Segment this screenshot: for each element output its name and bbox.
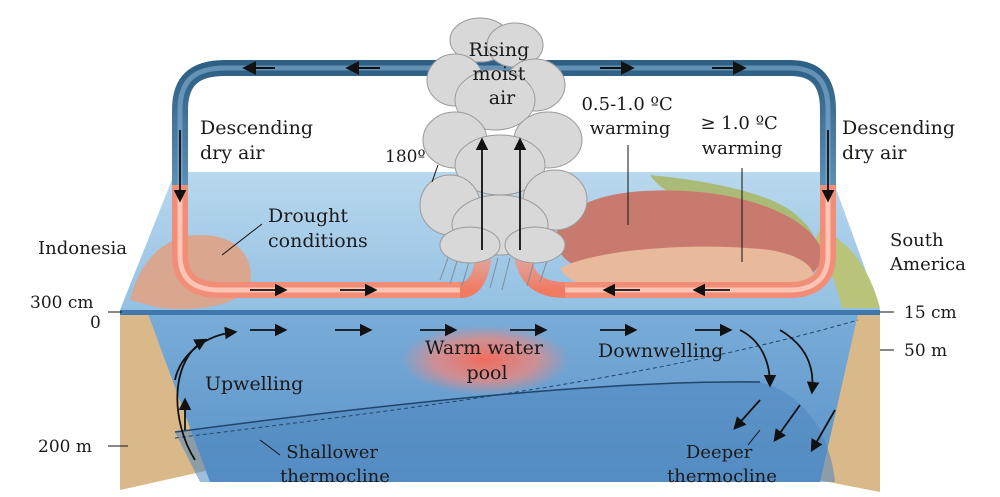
- downwelling-label: Downwelling: [598, 340, 723, 362]
- sea-level-right-label: 15 cm: [904, 303, 957, 323]
- drought-label: Drought conditions: [268, 205, 368, 252]
- subsurface-current-arrows: [174, 323, 836, 461]
- warming-mid-label: 0.5-1.0 ºC warming: [581, 94, 678, 139]
- shallow-thermocline-label: Shallower thermocline: [280, 442, 390, 487]
- upwelling-label: Upwelling: [205, 373, 303, 395]
- deep-water: [175, 381, 835, 482]
- warm-water-pool: [400, 325, 570, 395]
- descending-right-label: Descending dry air: [842, 117, 961, 164]
- right-land-wall: [818, 310, 880, 492]
- rising-air-label: Rising moist air: [469, 39, 536, 109]
- depth-50m-label: 50 m: [904, 341, 947, 361]
- sea-level-left-label: 300 cm: [30, 293, 94, 313]
- warming-high-zone: [560, 246, 814, 294]
- deep-thermocline-label: Deeper thermocline: [667, 442, 777, 487]
- leader-lines: [108, 145, 894, 456]
- warming-high-label: ≥ 1.0 ºC warming: [700, 113, 783, 159]
- depth-200m-label: 200 m: [38, 437, 92, 457]
- longitude-label: 180º: [385, 147, 425, 167]
- warm-pool-label: Warm water pool: [425, 337, 549, 384]
- south-america-label: South America: [889, 230, 966, 275]
- depth-zero-label: 0: [90, 313, 101, 333]
- descending-left-label: Descending dry air: [200, 117, 319, 164]
- indonesia-label: Indonesia: [38, 238, 127, 259]
- sea-surface-line: [120, 310, 880, 315]
- thermocline-line: [174, 381, 761, 433]
